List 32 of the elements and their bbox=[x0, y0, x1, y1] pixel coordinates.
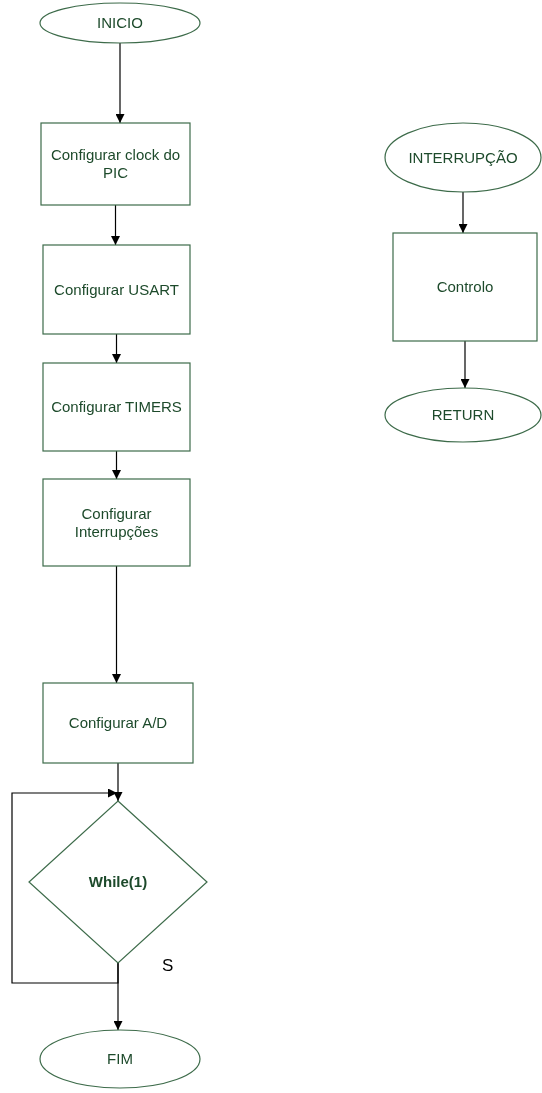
node-label: Configurar Interrupções bbox=[73, 504, 160, 541]
terminal-ellipse bbox=[385, 123, 541, 192]
terminal-ellipse bbox=[385, 388, 541, 442]
node-label: Configurar A/D bbox=[67, 714, 169, 732]
process-box bbox=[43, 683, 193, 763]
process-box bbox=[43, 245, 190, 334]
process-box bbox=[43, 363, 190, 451]
branch-label: S bbox=[162, 956, 174, 976]
arrow bbox=[458, 191, 468, 234]
process-box bbox=[43, 479, 190, 566]
arrow bbox=[460, 340, 470, 389]
arrow bbox=[11, 788, 119, 984]
arrow bbox=[111, 204, 120, 246]
node-label: FIM bbox=[106, 1050, 134, 1068]
arrow bbox=[112, 450, 121, 480]
terminal-ellipse bbox=[40, 1030, 200, 1088]
node-label: INTERRUPÇÃO bbox=[407, 148, 519, 167]
node-label: While(1) bbox=[87, 873, 149, 891]
terminal-ellipse bbox=[40, 3, 200, 43]
process-box bbox=[393, 233, 537, 341]
node-label: Configurar TIMERS bbox=[50, 398, 183, 416]
node-label: RETURN bbox=[430, 406, 496, 424]
arrow bbox=[112, 565, 121, 684]
node-label: Controlo bbox=[435, 278, 495, 296]
node-label: Configurar clock do PIC bbox=[49, 146, 182, 182]
node-label: INICIO bbox=[96, 14, 144, 32]
arrow bbox=[115, 42, 125, 124]
process-box bbox=[41, 123, 190, 205]
arrow bbox=[113, 962, 123, 1031]
node-label: Configurar USART bbox=[53, 280, 180, 299]
arrow bbox=[112, 333, 121, 364]
arrow bbox=[113, 762, 123, 802]
